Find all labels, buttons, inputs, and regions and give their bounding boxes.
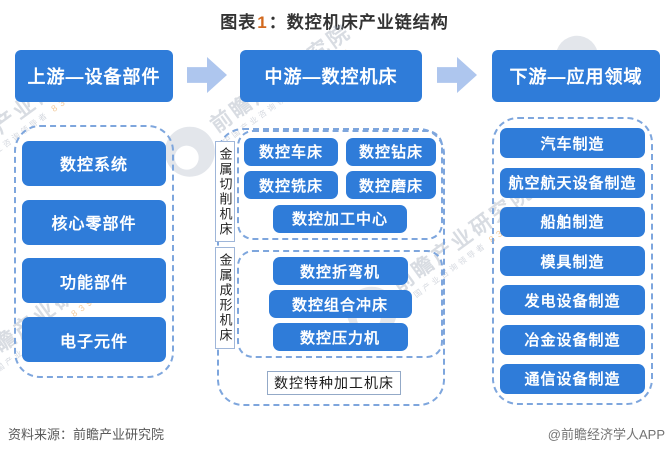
credit-note: @前瞻经济学人APP <box>547 427 665 442</box>
downstream-item: 发电设备制造 <box>500 285 645 316</box>
midstream-item: 数控钻床 <box>346 137 436 166</box>
cutting-row: 数控车床 数控钻床 <box>239 137 441 166</box>
forming-machine-side-label: 金属成形机床 <box>215 247 235 349</box>
downstream-item: 通信设备制造 <box>500 363 645 394</box>
midstream-item: 数控折弯机 <box>272 257 408 285</box>
downstream-item: 航空航天设备制造 <box>500 167 645 198</box>
source-note: 资料来源：前瞻产业研究院 <box>8 427 165 442</box>
special-machine-box: 数控特种加工机床 <box>267 371 401 395</box>
downstream-header: 下游—应用领域 <box>492 50 660 102</box>
cutting-row: 数控铣床 数控磨床 <box>239 171 441 199</box>
upstream-item: 功能部件 <box>22 258 166 304</box>
upstream-container: 数控系统 核心零部件 功能部件 电子元件 <box>14 125 174 378</box>
downstream-container: 汽车制造 航空航天设备制造 船舶制造 模具制造 发电设备制造 冶金设备制造 通信… <box>492 117 653 405</box>
cutting-machine-group: 数控车床 数控钻床 数控铣床 数控磨床 数控加工中心 <box>237 130 443 240</box>
downstream-item: 模具制造 <box>500 246 645 276</box>
downstream-item: 冶金设备制造 <box>500 324 645 355</box>
upstream-item: 数控系统 <box>22 140 166 186</box>
upstream-item: 电子元件 <box>22 317 166 363</box>
forming-machine-group: 数控折弯机 数控组合冲床 数控压力机 <box>237 250 443 358</box>
downstream-item: 船舶制造 <box>500 206 645 237</box>
cutting-machine-side-label: 金属切削机床 <box>215 141 235 242</box>
midstream-item: 数控压力机 <box>272 323 408 351</box>
upstream-header: 上游—设备部件 <box>15 50 173 102</box>
downstream-item: 汽车制造 <box>500 128 645 159</box>
upstream-item: 核心零部件 <box>22 199 166 245</box>
figure-title-text: ：数控机床产业链结构 <box>268 13 449 32</box>
cutting-row: 数控加工中心 <box>239 204 441 233</box>
right-arrow-icon <box>437 57 477 93</box>
midstream-item: 数控组合冲床 <box>268 290 412 318</box>
midstream-item: 数控铣床 <box>244 171 338 199</box>
midstream-header: 中游—数控机床 <box>240 50 422 102</box>
midstream-item: 数控车床 <box>244 137 338 166</box>
midstream-item: 数控磨床 <box>346 171 436 199</box>
midstream-item: 数控加工中心 <box>273 204 407 233</box>
right-arrow-icon <box>187 57 227 93</box>
figure-title-prefix: 图表 <box>220 13 257 32</box>
figure-title: 图表1：数控机床产业链结构 <box>0 8 669 33</box>
figure-number: 1 <box>257 13 268 32</box>
